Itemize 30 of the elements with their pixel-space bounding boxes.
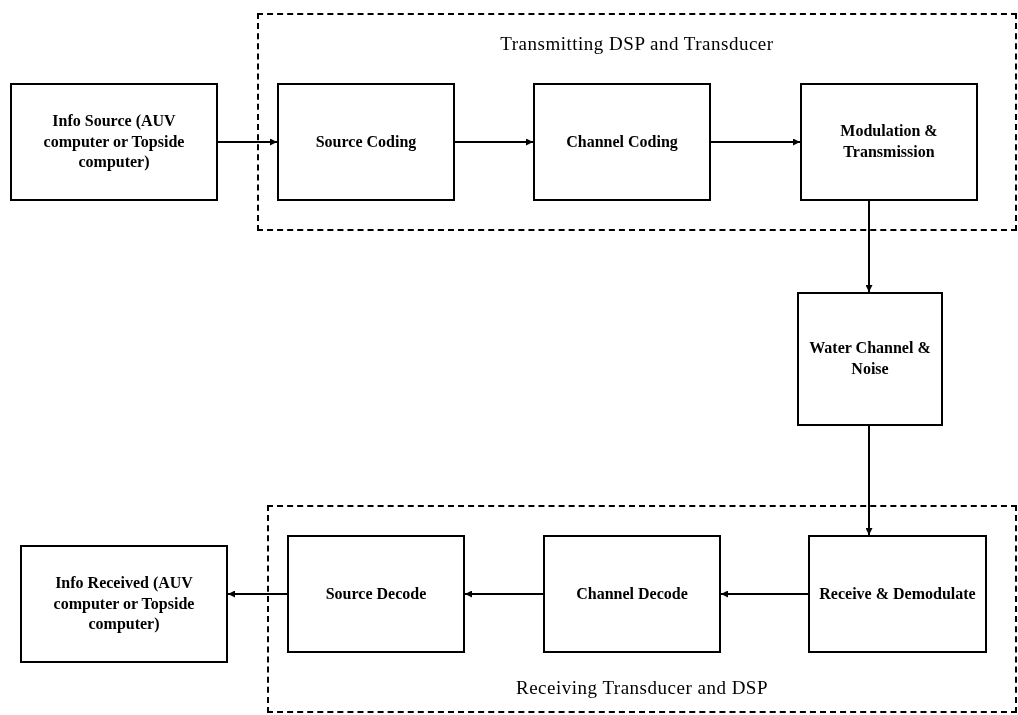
box-label: Source Coding	[315, 131, 417, 153]
box-label: Modulation & Transmission	[839, 121, 939, 162]
process-box	[808, 535, 987, 653]
process-box	[277, 83, 455, 201]
arrow	[720, 590, 809, 598]
arrow	[227, 590, 288, 598]
arrow	[865, 425, 873, 536]
box-label: Info Source (AUV computer or Topside computer)	[42, 110, 186, 173]
arrow	[454, 138, 534, 146]
dashed-group-frame	[257, 13, 1017, 231]
box-label: Water Channel & Noise	[808, 338, 932, 379]
arrow	[464, 590, 544, 598]
group-title: Transmitting DSP and Transducer	[500, 33, 774, 55]
box-label: Info Received (AUV computer or Topside computer)	[52, 572, 196, 635]
group-title: Receiving Transducer and DSP	[516, 677, 768, 699]
arrow	[217, 138, 278, 146]
box-label: Channel Decode	[576, 583, 688, 604]
process-box	[10, 83, 218, 201]
process-box	[533, 83, 711, 201]
box-label: Source Decode	[325, 583, 427, 604]
process-box	[543, 535, 721, 653]
process-box	[800, 83, 978, 201]
box-label: Channel Coding	[566, 131, 678, 153]
dashed-group-frame	[267, 505, 1017, 713]
process-box	[287, 535, 465, 653]
process-box	[20, 545, 228, 663]
arrow	[710, 138, 801, 146]
box-label: Receive & Demodulate	[819, 583, 976, 604]
process-box	[797, 292, 943, 426]
arrow	[865, 200, 873, 293]
